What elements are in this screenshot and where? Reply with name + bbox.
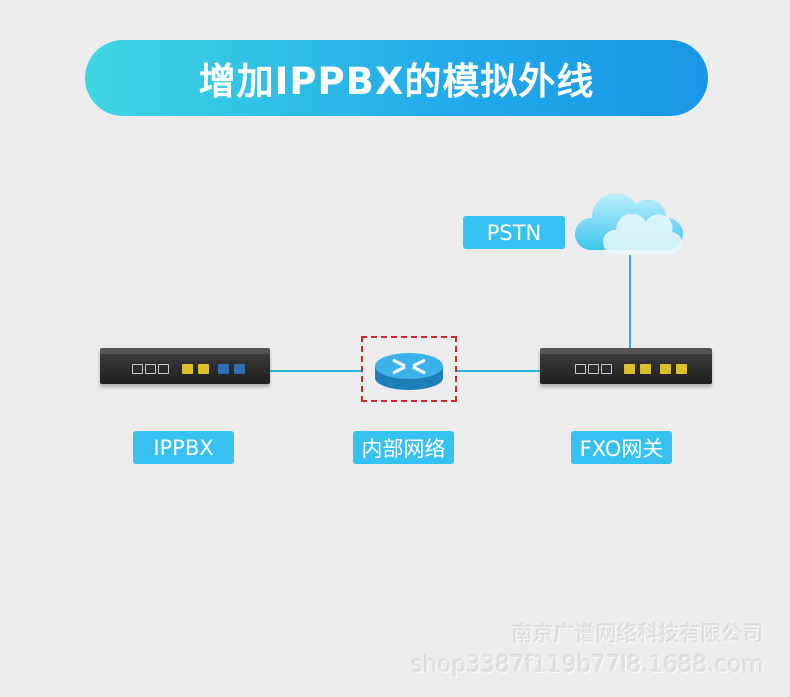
pstn-link (629, 255, 631, 350)
ippbx-link (268, 370, 362, 372)
router-icon (375, 353, 443, 390)
fxo-link (455, 370, 543, 372)
fxo-label: FXO网关 (571, 431, 672, 464)
pstn-label: PSTN (463, 216, 565, 249)
ippbx-label: IPPBX (133, 431, 234, 464)
network-label: 内部网络 (353, 431, 454, 464)
router-highlight (361, 336, 457, 402)
fxo-gateway-device (540, 348, 712, 384)
cloud-icon (574, 193, 684, 255)
watermark-url: shop3387f119b77l8.1688.com (411, 652, 764, 678)
watermark-company: 南京广谱网络科技有限公司 (512, 622, 764, 646)
ippbx-device (100, 348, 270, 384)
page-title: 增加IPPBX的模拟外线 (85, 40, 708, 116)
